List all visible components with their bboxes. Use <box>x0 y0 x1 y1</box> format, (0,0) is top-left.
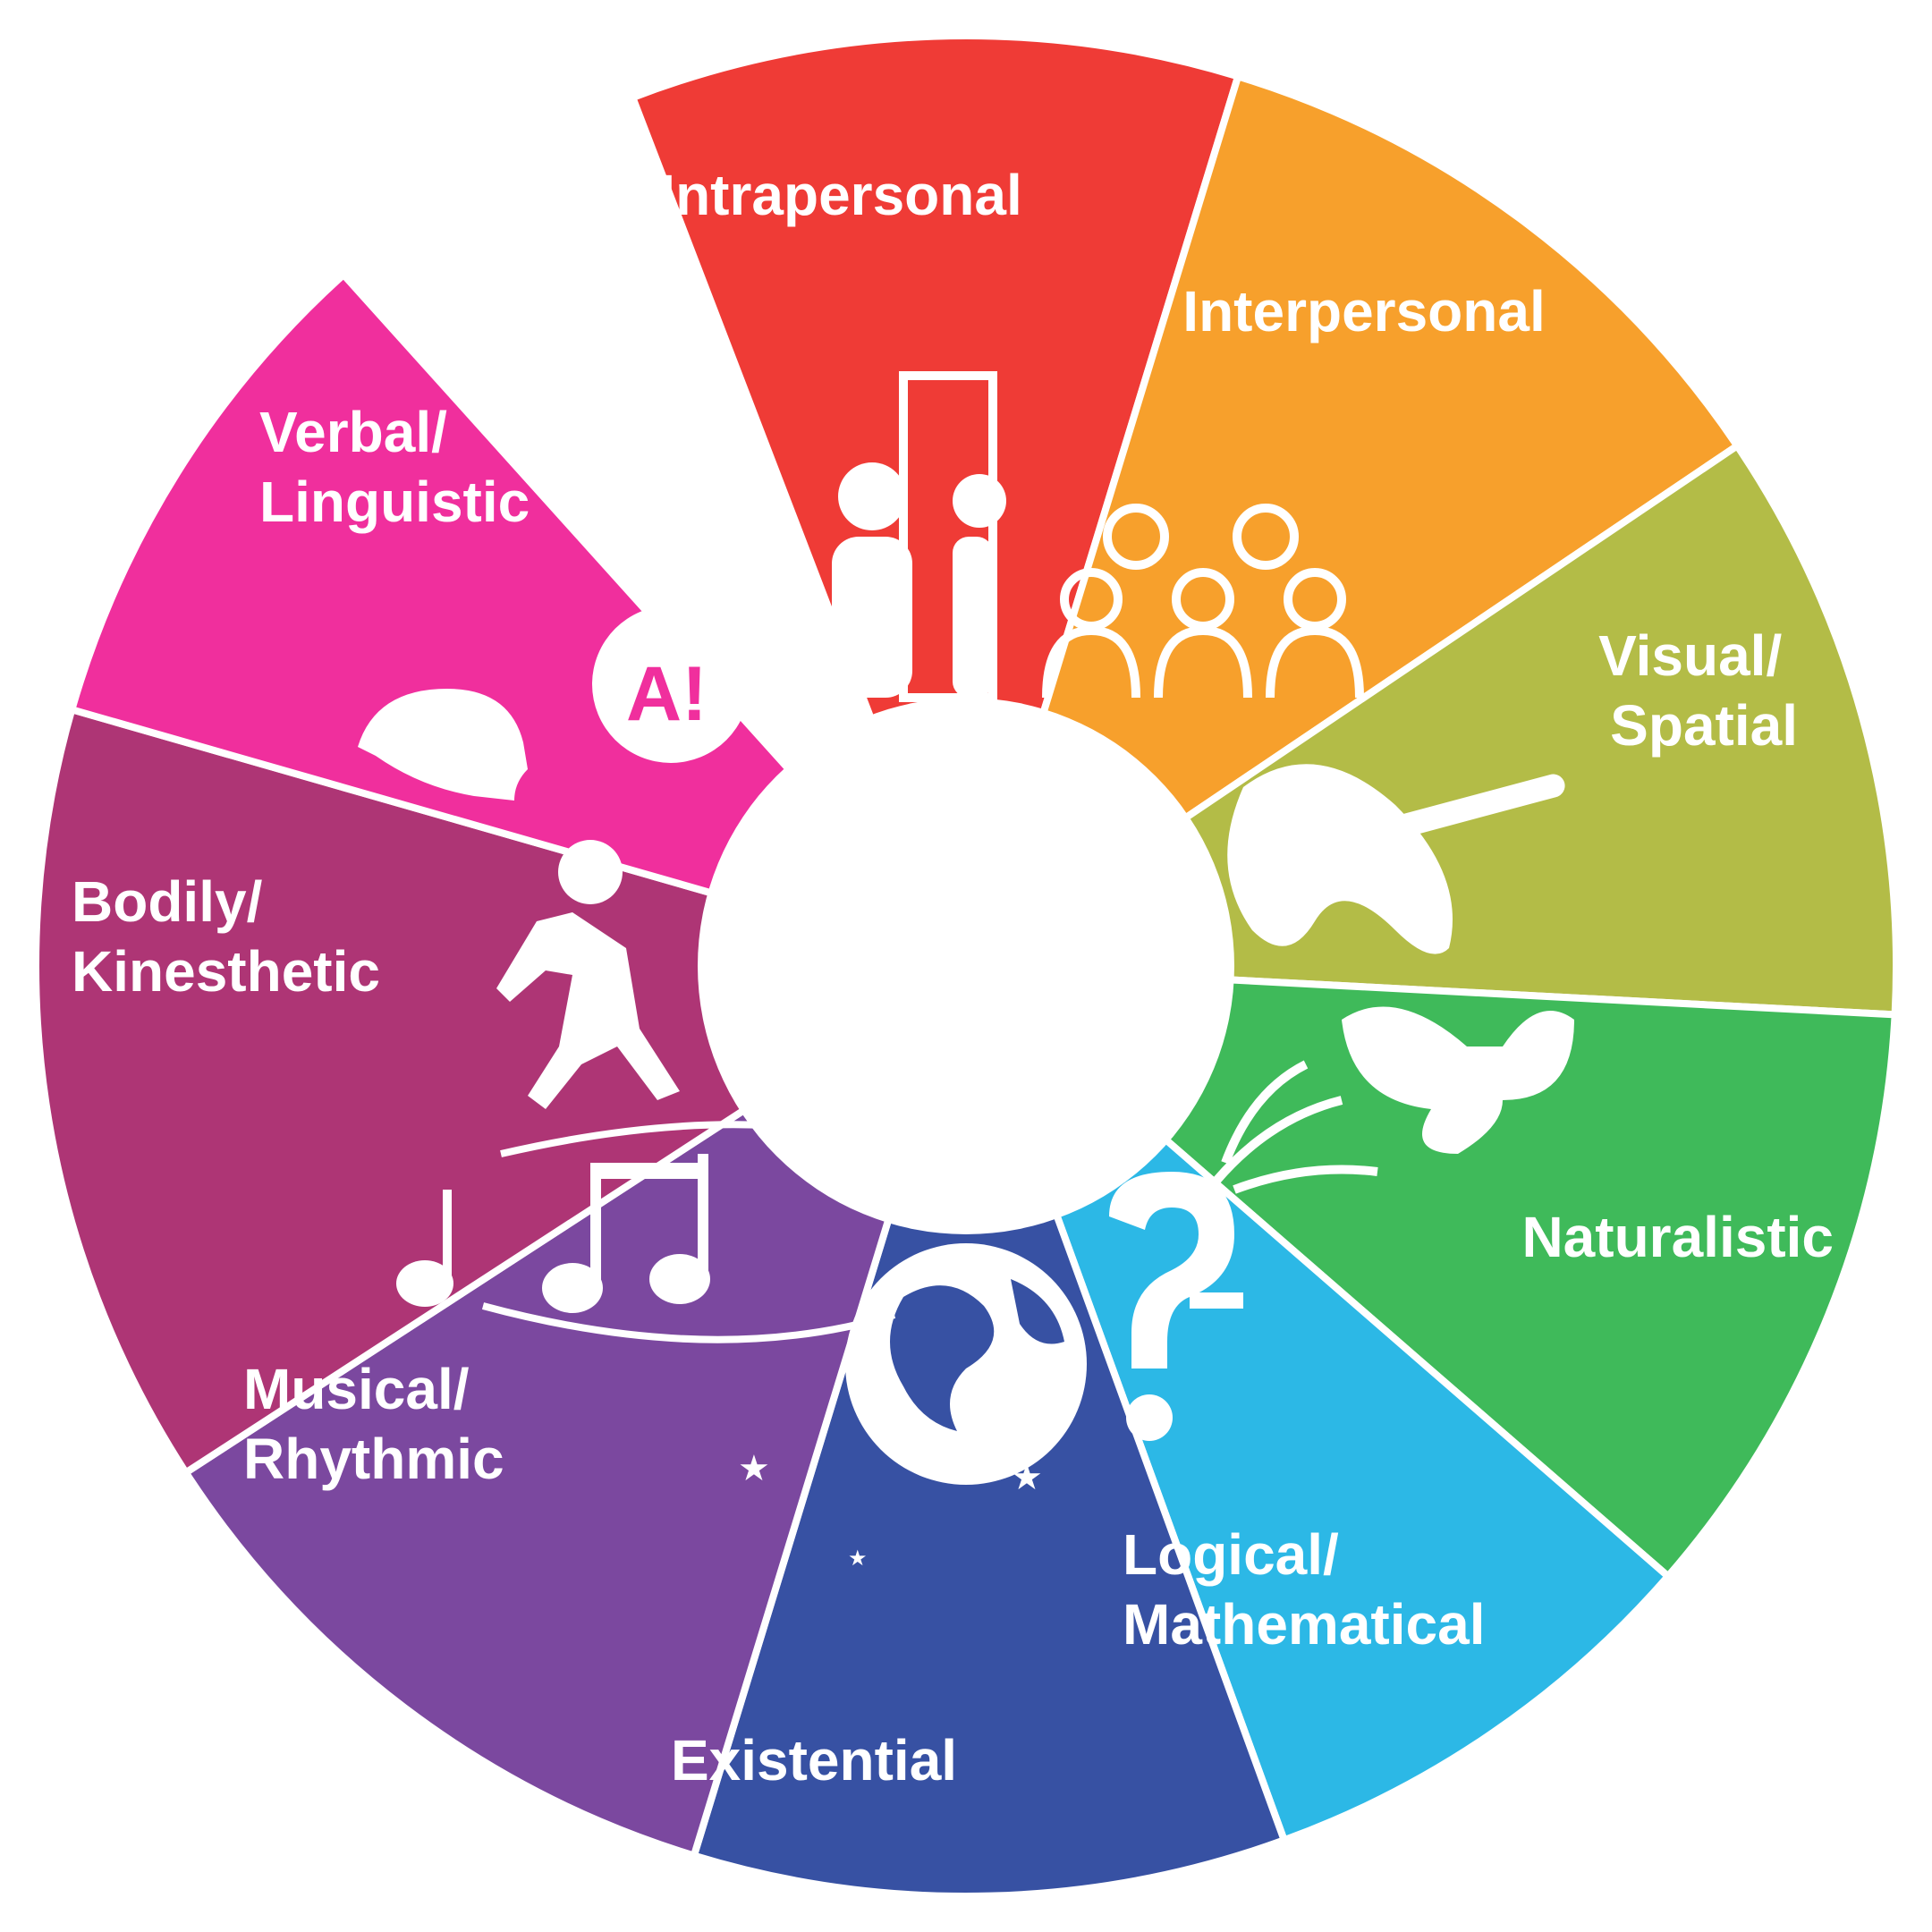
svg-text:★: ★ <box>1011 1457 1043 1498</box>
center-hub <box>698 698 1234 1234</box>
label-logical-mathematical: Logical/ Mathematical <box>1123 1522 1485 1657</box>
svg-text:A!: A! <box>626 651 708 737</box>
running-person-icon <box>496 840 680 1109</box>
segment-labels: Intrapersonal Interpersonal Visual/ Spat… <box>72 163 1834 1792</box>
wheel-segments <box>32 32 1901 1900</box>
label-visual-spatial: Visual/ Spatial <box>1598 623 1798 758</box>
speaking-head-icon: A! <box>358 606 750 801</box>
butterfly-and-grass-icon <box>1213 1006 1574 1194</box>
svg-text:★: ★ <box>848 1546 868 1571</box>
label-bodily-kinesthetic: Bodily/ Kinesthetic <box>72 869 380 1004</box>
label-verbal-linguistic: Verbal/ Linguistic <box>259 400 530 534</box>
segment-musical <box>181 957 973 1860</box>
label-existential: Existential <box>671 1728 957 1792</box>
label-interpersonal: Interpersonal <box>1182 279 1545 343</box>
music-notes-icon <box>396 1121 896 1343</box>
group-of-people-icon <box>1042 504 1364 699</box>
paint-palette-icon <box>1227 764 1565 954</box>
segment-intrapersonal <box>628 32 1243 978</box>
label-musical-rhythmic: Musical/ Rhythmic <box>243 1357 504 1491</box>
person-at-door-icon <box>832 371 1006 702</box>
segment-verbal <box>67 269 978 973</box>
segment-naturalistic <box>955 962 1899 1581</box>
svg-text:★: ★ <box>738 1448 770 1489</box>
math-question-mark-icon <box>1109 1172 1243 1441</box>
segment-interpersonal <box>959 72 1742 975</box>
label-intrapersonal: Intrapersonal <box>659 163 1021 227</box>
label-naturalistic: Naturalistic <box>1521 1205 1834 1269</box>
globe-with-stars-icon: ★ ★ ★ <box>738 1243 1087 1571</box>
